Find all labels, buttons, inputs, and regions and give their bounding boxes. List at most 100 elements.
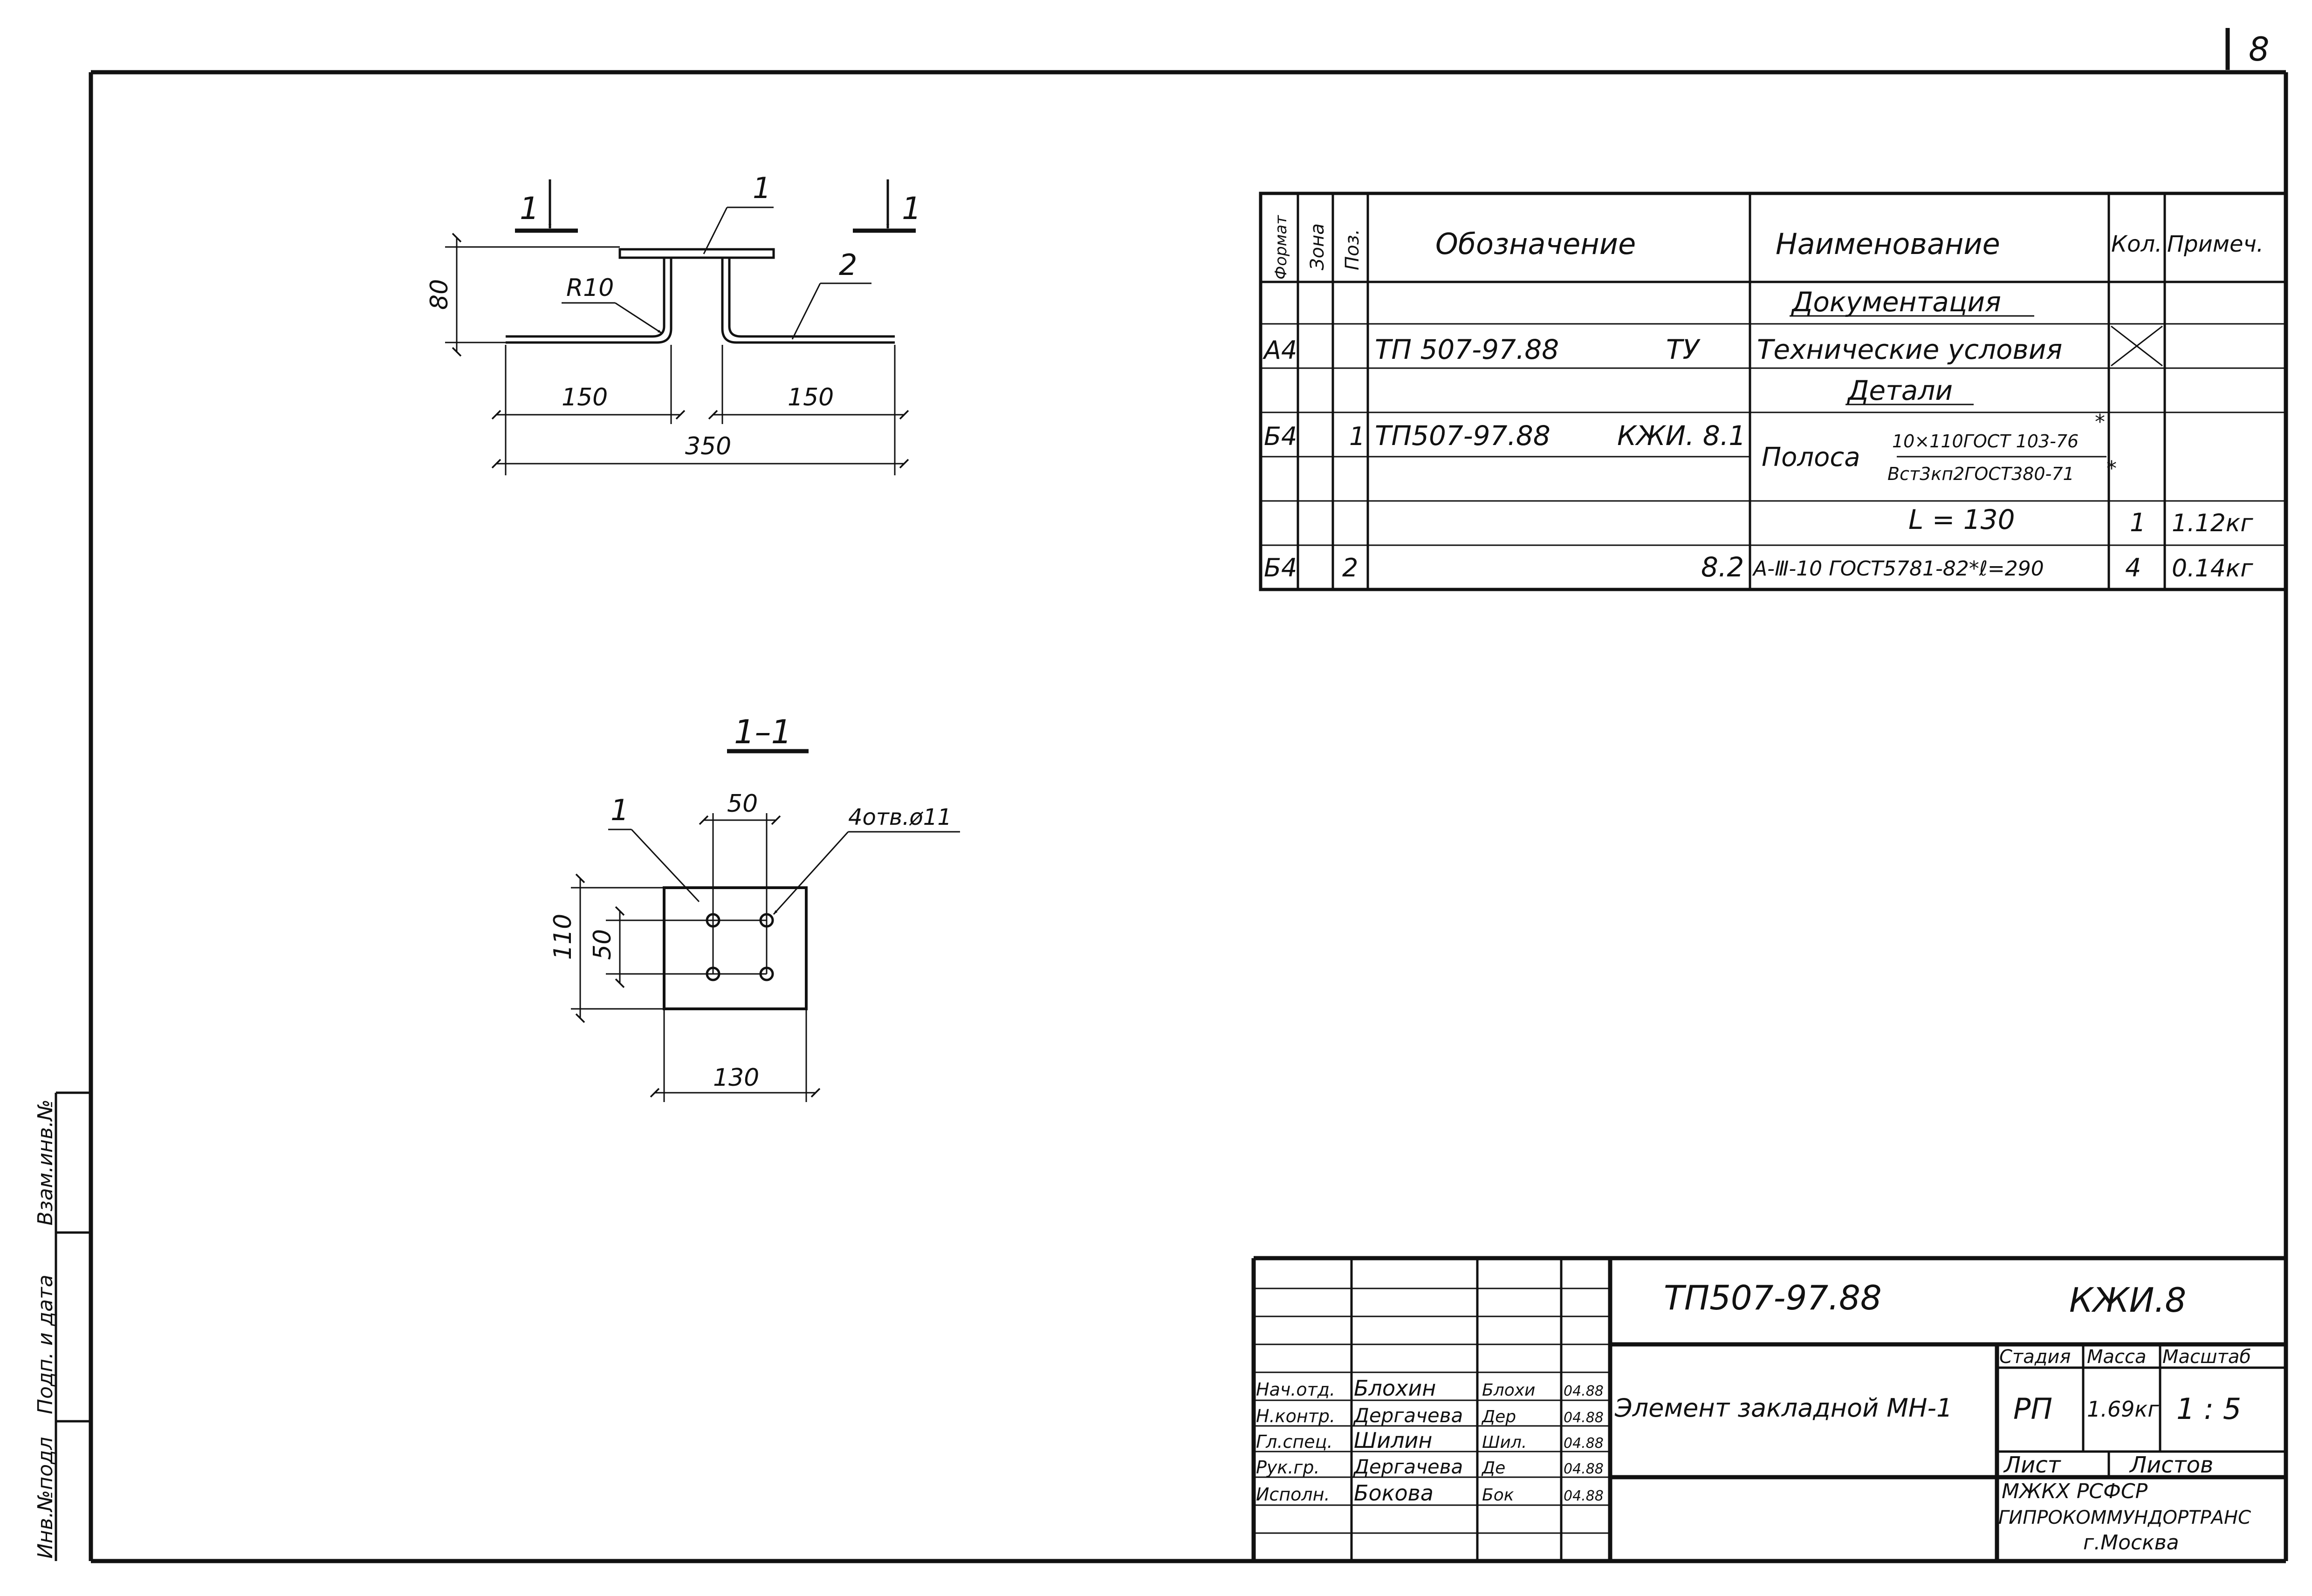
signer-name: Бокова <box>1354 1480 1434 1506</box>
signer-signature: Шил. <box>1482 1433 1527 1452</box>
row-1b-qty: 1 <box>2130 508 2146 537</box>
side-stamp-replace: Взам.инв.№ <box>34 1099 57 1226</box>
stage-label: Стадия <box>1999 1346 2071 1368</box>
section-pos-label: 1 <box>611 793 629 827</box>
side-stamp-inv: Инв.№подл <box>34 1437 57 1559</box>
row-1-name-bottom: Вст3кп2ГОСТ380-71 <box>1887 464 2074 484</box>
bar-left-inner <box>506 258 672 344</box>
pos-1-label: 1 <box>753 171 771 205</box>
signer-row: Рук.гр. Дергачева Де 04.88 <box>1256 1455 1604 1478</box>
dim-left-150: 150 <box>562 384 608 411</box>
signer-name: Шилин <box>1354 1428 1432 1453</box>
row-1-pos: 1 <box>1349 422 1365 451</box>
sheet-number: 8 <box>2249 30 2270 68</box>
side-stamp <box>55 1091 91 1561</box>
header-designation: Обозначение <box>1435 227 1636 261</box>
row-2-code: 8.2 <box>1701 551 1744 583</box>
signer-signature: Де <box>1481 1459 1505 1478</box>
signer-name: Дергачева <box>1353 1455 1463 1478</box>
mass-value: 1.69кг <box>2087 1397 2159 1422</box>
dim-total-350: 350 <box>685 432 731 460</box>
row-1-star-top: * <box>2095 410 2105 434</box>
signer-signature: Дер <box>1481 1407 1516 1426</box>
row-1-format: Б4 <box>1264 422 1297 451</box>
header-zone: Зона <box>1307 223 1328 270</box>
section-docs: Документация <box>1791 286 2001 318</box>
signer-row: Гл.спец. Шилин Шил. 04.88 <box>1256 1428 1604 1453</box>
signer-date: 04.88 <box>1564 1435 1604 1452</box>
org-line-3: г.Москва <box>2083 1531 2179 1555</box>
header-format: Формат <box>1272 215 1290 280</box>
spec-table-grid <box>1259 192 2288 591</box>
top-view <box>445 179 916 475</box>
signer-date: 04.88 <box>1564 1488 1604 1504</box>
signer-row: Н.контр. Дергачева Дер 04.88 <box>1256 1404 1604 1427</box>
section-parts: Детали <box>1846 375 1953 406</box>
row-tu-code: ТУ <box>1666 334 1701 365</box>
title-block-grid <box>1251 1256 2286 1561</box>
plate-top <box>618 248 775 259</box>
row-2-note: 0.14кг <box>2172 555 2253 582</box>
header-name: Наименование <box>1776 227 2000 261</box>
pos-2-label: 2 <box>839 248 857 282</box>
signer-name: Дергачева <box>1353 1404 1463 1427</box>
dim-hole-x: 50 <box>727 790 758 818</box>
element-name: Элемент закладной МН-1 <box>1614 1393 1952 1423</box>
signer-date: 04.88 <box>1564 1410 1604 1426</box>
header-pos: Поз. <box>1342 229 1363 270</box>
bar-right <box>728 258 895 338</box>
dim-hole-y: 50 <box>589 929 617 960</box>
dim-right-150: 150 <box>788 384 834 411</box>
signer-role: Н.контр. <box>1256 1406 1335 1426</box>
row-1b-name: L = 130 <box>1908 504 2015 535</box>
row-1b-note: 1.12кг <box>2172 509 2253 537</box>
dim-height-110: 110 <box>549 914 577 960</box>
row-2-format: Б4 <box>1264 553 1297 582</box>
signer-role: Исполн. <box>1256 1484 1330 1505</box>
signer-date: 04.88 <box>1564 1461 1604 1477</box>
row-2-qty: 4 <box>2125 553 2141 582</box>
signer-signature: Бок <box>1482 1486 1514 1505</box>
doc-code: КЖИ.8 <box>2069 1281 2186 1320</box>
signer-role: Гл.спец. <box>1256 1432 1333 1452</box>
bar-left <box>506 258 665 338</box>
dim-width-130: 130 <box>713 1064 759 1092</box>
signer-row: Исполн. Бокова Бок 04.88 <box>1256 1480 1604 1506</box>
signer-name: Блохин <box>1354 1376 1436 1401</box>
row-2-pos: 2 <box>1342 553 1358 582</box>
bar-right-inner <box>721 258 895 344</box>
signer-role: Рук.гр. <box>1256 1457 1320 1478</box>
org-line-2: ГИПРОКОММУНДОРТРАНС <box>1998 1507 2251 1528</box>
mass-label: Масса <box>2087 1346 2147 1368</box>
row-1-code: КЖИ. 8.1 <box>1617 420 1746 452</box>
section-view <box>571 813 960 1102</box>
sheet-label: Лист <box>2003 1452 2062 1478</box>
signer-date: 04.88 <box>1564 1383 1604 1399</box>
sheets-label: Листов <box>2129 1452 2213 1478</box>
row-tu-designation: ТП 507-97.88 <box>1375 334 1559 365</box>
section-mark-right: 1 <box>902 191 921 226</box>
header-note: Примеч. <box>2167 231 2264 257</box>
scale-label: Масштаб <box>2162 1346 2251 1368</box>
side-stamp-sign: Подп. и дата <box>34 1274 57 1414</box>
section-mark-left: 1 <box>520 191 539 226</box>
row-1-star-bottom: * <box>2106 457 2117 480</box>
org-line-1: МЖКХ РСФСР <box>2002 1480 2148 1503</box>
header-qty: Кол. <box>2111 231 2162 257</box>
doc-number: ТП507-97.88 <box>1664 1278 1882 1317</box>
signer-role: Нач.отд. <box>1256 1379 1335 1400</box>
scale-value: 1 : 5 <box>2176 1392 2241 1426</box>
holes-label: 4отв.ø11 <box>848 804 952 830</box>
row-1-designation: ТП507-97.88 <box>1375 420 1550 452</box>
signer-signature: Блохи <box>1482 1381 1535 1400</box>
section-title: 1–1 <box>734 713 792 751</box>
row-1-name-top: 10×110ГОСТ 103-76 <box>1892 431 2079 452</box>
row-2-name: А-Ⅲ-10 ГОСТ5781-82*ℓ=290 <box>1752 557 2044 581</box>
row-tu-name: Технические условия <box>1757 334 2062 365</box>
plate-section <box>663 886 808 1010</box>
row-tu-format: А4 <box>1262 336 1297 365</box>
signer-row: Нач.отд. Блохин Блохи 04.88 <box>1256 1376 1604 1401</box>
dim-height-80: 80 <box>425 279 453 310</box>
row-1-name: Полоса <box>1762 442 1860 473</box>
